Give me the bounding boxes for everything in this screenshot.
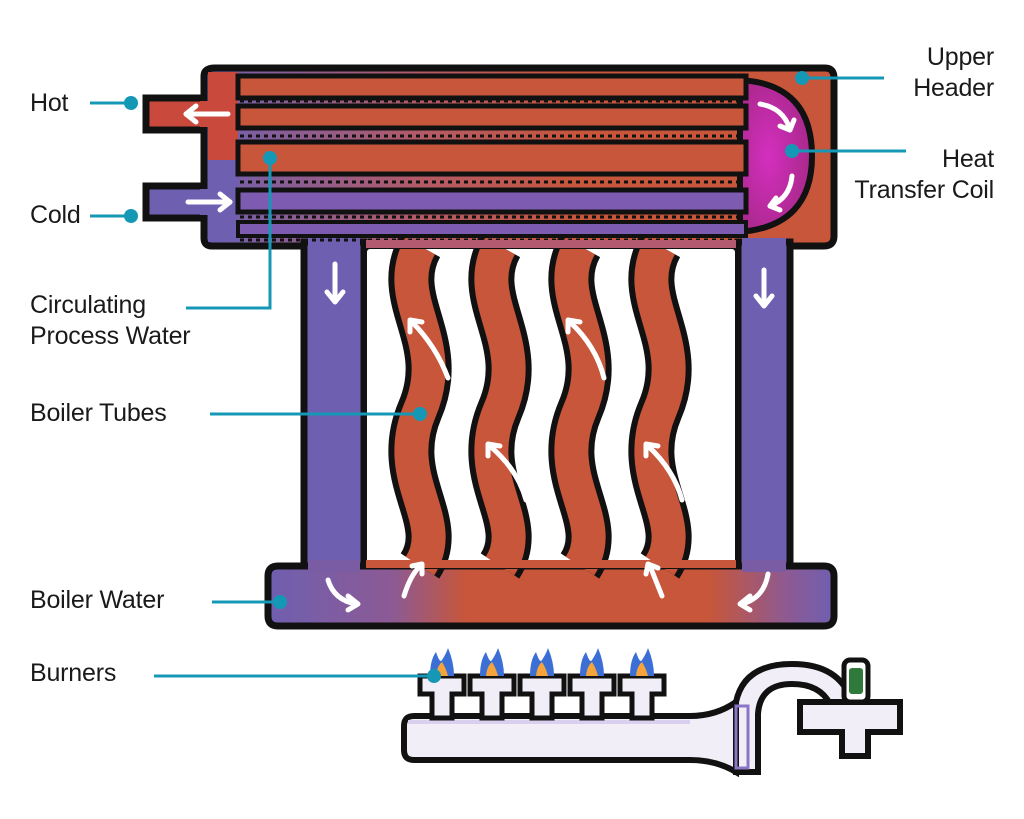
label-burners: Burners (30, 659, 117, 687)
leader-dot (427, 669, 441, 683)
label-heat-transfer-coil: Heat Transfer Coil (854, 145, 994, 204)
leader-dot (413, 407, 427, 421)
label-boiler-tubes: Boiler Tubes (30, 399, 167, 427)
cold-inlet-pipe (142, 182, 206, 222)
boiler-tube (468, 234, 532, 579)
leader-lines (90, 71, 906, 683)
label-upper-header: Upper Header (913, 43, 994, 102)
leader-dot (795, 71, 809, 85)
gas-valve-body (797, 699, 903, 759)
boiler-tube (388, 234, 452, 579)
label-circulating-process-water: Circulating Process Water (30, 291, 191, 350)
label-hot: Hot (30, 89, 69, 117)
hot-outlet-pipe (142, 94, 206, 134)
boiler-tube (628, 234, 692, 579)
coil-tube (235, 73, 749, 101)
boiler-tubes (361, 234, 741, 579)
leader-dot (785, 144, 799, 158)
leader-dot (124, 209, 138, 223)
valve-knob-icon (841, 657, 871, 705)
leader-dot (273, 595, 287, 609)
leader-circulating (186, 158, 272, 310)
boiler-tube (548, 234, 612, 579)
burner-assembly (401, 648, 903, 778)
heat-transfer-coil (235, 73, 816, 242)
flame-icon (430, 648, 654, 676)
leader-dot (263, 151, 277, 165)
coil-tube (236, 220, 748, 238)
label-cold: Cold (30, 201, 81, 229)
coil-tube (235, 103, 749, 131)
label-boiler-water: Boiler Water (30, 586, 165, 614)
coil-tube (235, 187, 749, 215)
burner-jets (417, 673, 667, 721)
coil-tube (235, 139, 749, 177)
leader-dot (124, 96, 138, 110)
white-arrow-icon (183, 101, 797, 613)
